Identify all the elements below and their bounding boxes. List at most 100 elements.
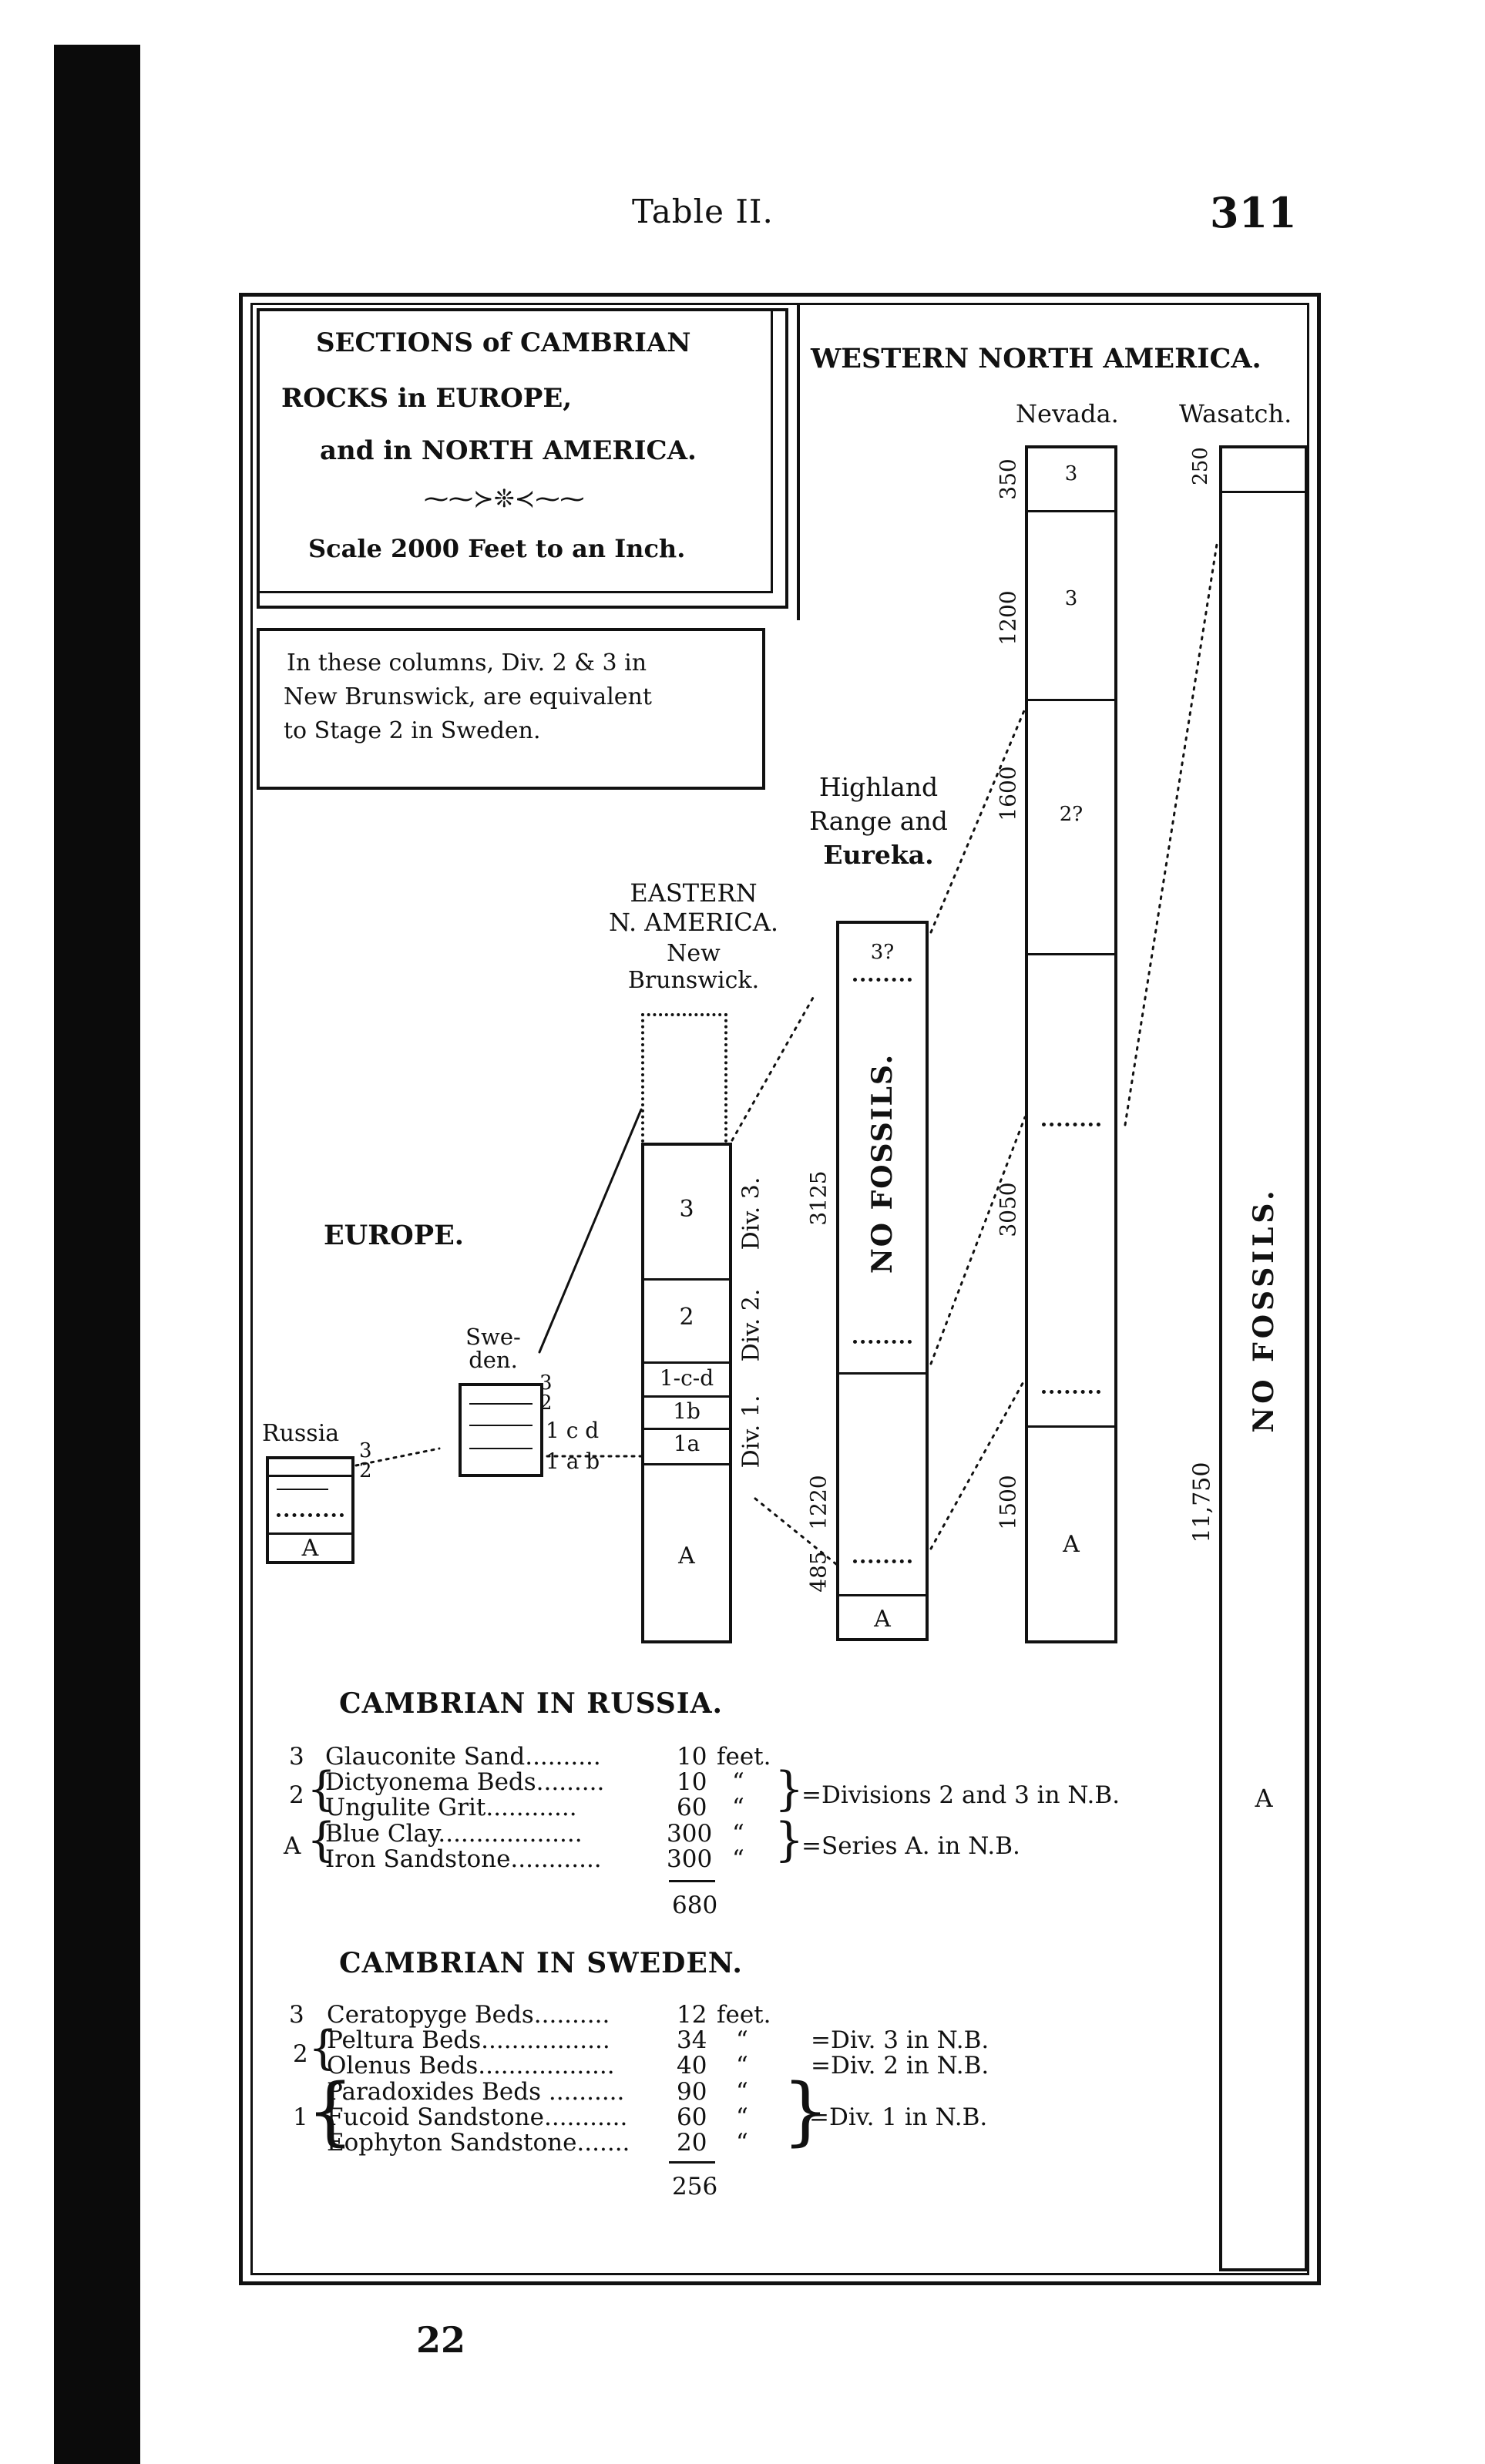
nevada-cell-2q: 2?: [1059, 803, 1084, 826]
nevada-thickness-350: 350: [995, 458, 1021, 500]
footer-signature-number: 22: [416, 2319, 466, 2361]
nb-cell-1a: 1a: [673, 1431, 701, 1456]
nevada-cell-3b: 3: [1064, 587, 1078, 610]
sweden-row-1-name: Ceratopyge Beds..........: [327, 2001, 610, 2029]
sweden-brace-1: {: [307, 2068, 354, 2154]
sweden-side-1cd: 1 c d: [546, 1418, 600, 1443]
title-line-3: and in NORTH AMERICA.: [320, 435, 697, 466]
nb-cell-a: A: [678, 1543, 695, 1569]
sweden-total: 256: [672, 2173, 718, 2200]
russia-row-5-name: Iron Sandstone............: [325, 1845, 602, 1873]
wasatch-label: Wasatch.: [1179, 399, 1292, 428]
europe-heading: EUROPE.: [324, 1220, 464, 1251]
russia-row-1-value: 10: [677, 1743, 707, 1771]
russia-total-rule: [669, 1880, 715, 1882]
sweden-row-6-name: Eophyton Sandstone.......: [327, 2129, 630, 2157]
nb-cell-3: 3: [679, 1196, 694, 1223]
nevada-thickness-1200: 1200: [995, 590, 1021, 646]
note-line-2: New Brunswick, are equivalent: [284, 683, 652, 710]
russia-group-3: 3: [289, 1743, 304, 1771]
plate-frame-inner: [250, 303, 1309, 2275]
sweden-equiv-2: =Div. 2 in N.B.: [811, 2052, 989, 2080]
russia-row-3-name: Ungulite Grit............: [325, 1794, 577, 1821]
russia-side-3: 3: [359, 1439, 372, 1462]
nevada-label: Nevada.: [1016, 399, 1119, 428]
page-number: 311: [1210, 188, 1297, 237]
highland-thickness-1220: 1220: [805, 1475, 832, 1530]
russia-section-heading: CAMBRIAN IN RUSSIA.: [339, 1687, 724, 1720]
sweden-side-2: 2: [539, 1391, 553, 1415]
wasatch-cell-a: A: [1255, 1784, 1273, 1813]
sweden-row-2-value: 34: [677, 2026, 707, 2054]
sweden-row-5-name: Fucoid Sandstone...........: [327, 2103, 628, 2131]
nevada-column: 3 3 2? A: [1025, 445, 1117, 1643]
russia-column: A: [266, 1456, 354, 1564]
nevada-thickness-1600: 1600: [995, 766, 1021, 821]
nevada-cell-a: A: [1063, 1531, 1080, 1558]
sweden-row-6-unit: “: [736, 2129, 748, 2157]
table-title: Table II.: [632, 193, 774, 230]
ornament-flourish: ⁓⁓≻❊≺⁓⁓: [424, 484, 585, 513]
title-line-2: ROCKS in EUROPE,: [281, 383, 573, 414]
new-brunswick-label-2: Brunswick.: [627, 967, 760, 994]
russia-row-4-value: 300: [667, 1820, 713, 1848]
russia-row-5-unit: “: [732, 1845, 744, 1873]
new-brunswick-label-1: New: [667, 940, 721, 967]
eastern-heading-2: N. AMERICA.: [608, 908, 779, 937]
highland-thickness-485: 485: [805, 1551, 832, 1593]
russia-row-1-unit: feet.: [717, 1743, 771, 1771]
title-box: [257, 308, 788, 609]
highland-no-fossils: NO FOSSILS.: [866, 1052, 899, 1274]
nb-div-1-label: Div. 1.: [737, 1395, 765, 1469]
russia-equiv-brace-1: }: [774, 1762, 805, 1816]
highland-cell-a: A: [874, 1606, 891, 1633]
sweden-group-1: 1: [293, 2103, 308, 2131]
sweden-row-4-value: 90: [677, 2078, 707, 2106]
sweden-label-1: Swe-: [465, 1324, 521, 1350]
nb-cell-1cd: 1-c-d: [659, 1365, 714, 1391]
header-divider: [797, 304, 800, 620]
sweden-row-1-unit: feet.: [717, 2001, 771, 2029]
new-brunswick-extension: [641, 1013, 727, 1143]
highland-top-cell: 3?: [870, 941, 895, 964]
nevada-thickness-3050: 3050: [995, 1182, 1021, 1237]
russia-row-2-name: Dictyonema Beds.........: [325, 1768, 605, 1796]
sweden-row-2-unit: “: [736, 2026, 748, 2054]
sweden-equiv-brace: }: [782, 2068, 830, 2154]
new-brunswick-column: 3 2 1-c-d 1b 1a A: [641, 1143, 732, 1643]
sweden-row-5-value: 60: [677, 2103, 707, 2131]
nevada-cell-3a: 3: [1064, 462, 1078, 485]
russia-row-2-value: 10: [677, 1768, 707, 1796]
russia-row-4-name: Blue Clay...................: [325, 1820, 583, 1848]
russia-row-5-value: 300: [667, 1845, 713, 1873]
sweden-column: [459, 1383, 543, 1477]
sweden-group-3: 3: [289, 2001, 304, 2029]
russia-equiv-1: =Divisions 2 and 3 in N.B.: [801, 1781, 1120, 1809]
sweden-equiv-1: =Div. 3 in N.B.: [811, 2026, 989, 2054]
western-north-america-heading: WESTERN NORTH AMERICA.: [811, 343, 1262, 374]
nb-cell-1b: 1b: [673, 1398, 701, 1424]
russia-label: Russia: [262, 1420, 340, 1447]
highland-label-2: Range and: [809, 806, 948, 836]
russia-group-a: A: [284, 1832, 301, 1860]
nb-div-3-label: Div. 3.: [737, 1177, 765, 1250]
russia-brace-a: {: [307, 1813, 337, 1867]
sweden-section-heading: CAMBRIAN IN SWEDEN.: [339, 1947, 743, 1979]
plate-frame-outer: [239, 293, 1321, 2285]
russia-brace-2: {: [307, 1762, 337, 1816]
highland-thickness-3125: 3125: [805, 1170, 832, 1226]
wasatch-thickness-250: 250: [1189, 447, 1212, 485]
sweden-row-3-value: 40: [677, 2052, 707, 2080]
russia-row-3-unit: “: [732, 1794, 744, 1821]
wasatch-thickness-11750: 11,750: [1188, 1462, 1216, 1543]
russia-equiv-brace-2: }: [774, 1813, 805, 1867]
highland-label-1: Highland: [818, 772, 939, 802]
nb-div-2-label: Div. 2.: [737, 1288, 765, 1362]
sweden-row-4-name: Paradoxides Beds ..........: [327, 2078, 625, 2106]
russia-cell-a: A: [301, 1535, 319, 1562]
sweden-total-rule: [669, 2161, 715, 2164]
highland-column: 3? A: [836, 921, 929, 1641]
russia-equiv-2: =Series A. in N.B.: [801, 1832, 1020, 1860]
sweden-row-3-unit: “: [736, 2052, 748, 2080]
